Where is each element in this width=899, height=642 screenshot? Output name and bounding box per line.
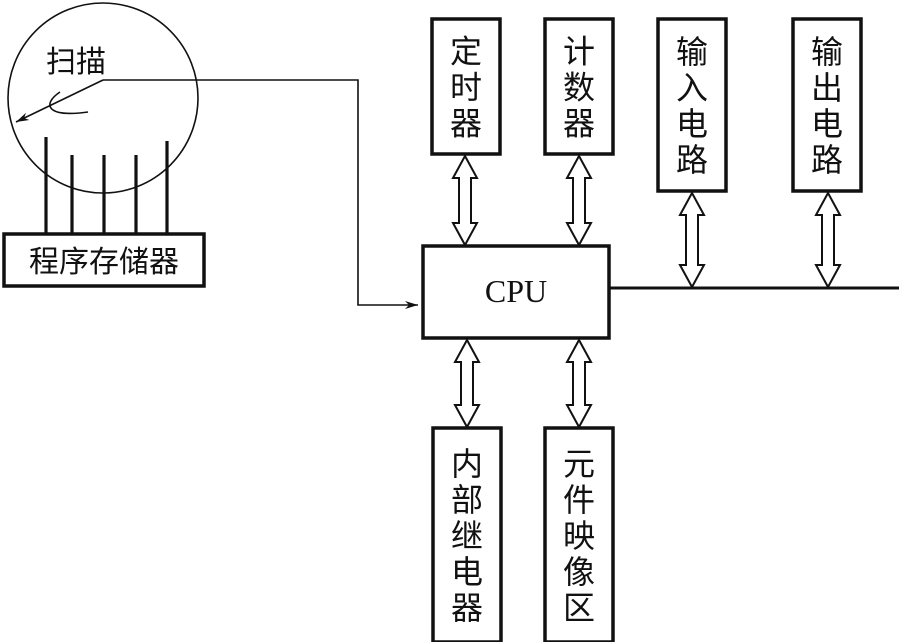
timer-label-char: 器	[450, 105, 482, 143]
scan-pointer-line	[15, 79, 104, 123]
element-image-area-box	[543, 426, 615, 642]
output-circuit-label-char: 路	[811, 141, 843, 179]
cpu-box	[421, 244, 611, 340]
input-circuit-label-char: 输	[676, 33, 708, 71]
input-bus-double-arrow-icon	[678, 190, 706, 290]
cpu-internal-relay-double-arrow-icon	[453, 337, 481, 430]
timer-box	[430, 17, 502, 156]
counter-box	[543, 17, 615, 156]
output-circuit-label-char: 出	[811, 69, 843, 107]
output-circuit-label-char: 电	[811, 105, 843, 143]
internal-relay-box	[431, 426, 503, 642]
element-image-area-label-char: 映	[563, 517, 595, 555]
counter-label-char: 数	[563, 69, 595, 107]
counter-label-char: 计	[563, 33, 595, 71]
output-circuit-label-char: 输	[811, 33, 843, 71]
internal-relay-label-char: 内	[451, 445, 483, 483]
cpu-label: CPU	[485, 273, 547, 309]
scan-rotation-arc	[49, 91, 89, 115]
input-circuit-label-char: 路	[676, 141, 708, 179]
cpu-element-image-double-arrow-icon	[565, 337, 593, 430]
output-circuit-box	[791, 17, 863, 193]
counter-cpu-double-arrow-icon	[565, 153, 593, 248]
internal-relay-label-char: 部	[451, 481, 483, 519]
element-image-area-label-char: 区	[563, 589, 595, 627]
internal-relay-label-char: 继	[451, 517, 483, 555]
scan-to-cpu-line	[103, 79, 418, 309]
timer-label-char: 时	[450, 69, 482, 107]
output-bus-double-arrow-icon	[814, 190, 842, 290]
element-image-area-label-char: 件	[563, 481, 595, 519]
counter-label-char: 器	[563, 105, 595, 143]
timer-label-char: 定	[450, 33, 482, 71]
program-memory-box	[2, 232, 206, 288]
internal-relay-label-char: 电	[451, 553, 483, 591]
program-memory-label: 程序存储器	[29, 245, 179, 280]
scan-label: 扫描	[46, 45, 106, 80]
internal-relay-label-char: 器	[451, 589, 483, 627]
element-image-area-label-char: 像	[563, 553, 595, 591]
element-image-area-label-char: 元	[563, 445, 595, 483]
input-circuit-label-char: 电	[676, 105, 708, 143]
input-circuit-label-char: 入	[676, 69, 708, 107]
timer-cpu-double-arrow-icon	[451, 153, 479, 248]
input-circuit-box	[656, 17, 728, 193]
